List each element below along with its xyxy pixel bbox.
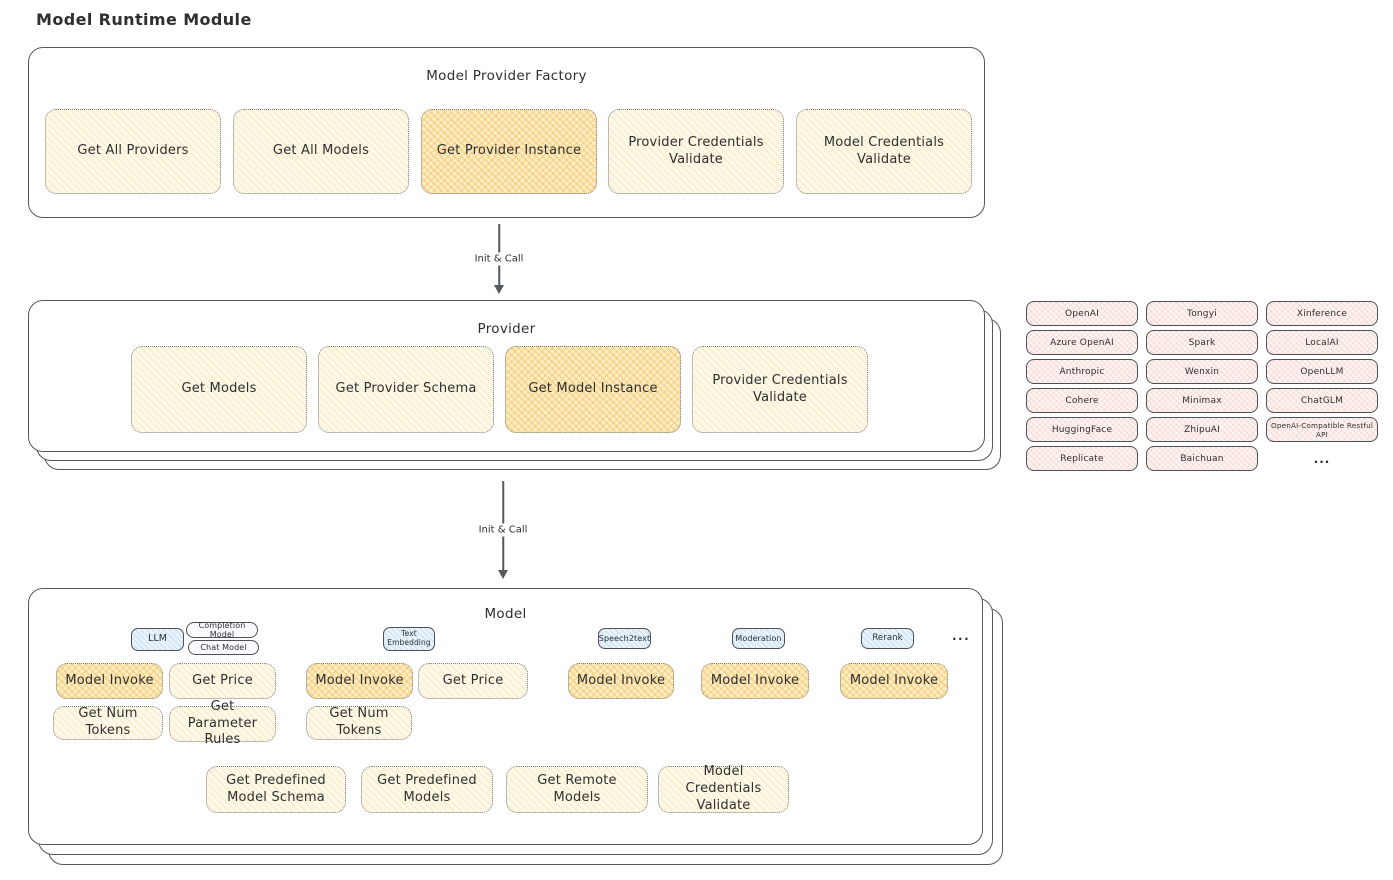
provider-fn-get-provider-schema: Get Provider Schema bbox=[318, 346, 494, 433]
provider-chip-replicate: Replicate bbox=[1026, 446, 1138, 471]
model-fn-get-predefined-model-schema: Get Predefined Model Schema bbox=[206, 766, 346, 813]
provider-fn-provider-credentials-validate: Provider Credentials Validate bbox=[692, 346, 868, 433]
model-tabs-more-dots: ... bbox=[952, 629, 971, 643]
model-fn-text-embedding-get-price: Get Price bbox=[418, 663, 528, 699]
arrow-down-icon: Init & Call bbox=[469, 224, 529, 294]
model-fn-llm-get-num-tokens: Get Num Tokens bbox=[53, 706, 163, 740]
factory-fn-get-all-models: Get All Models bbox=[233, 109, 409, 194]
model-fn-llm-get-price: Get Price bbox=[169, 663, 276, 699]
provider-chip-chatglm: ChatGLM bbox=[1266, 388, 1378, 413]
provider-fn-get-model-instance: Get Model Instance bbox=[505, 346, 681, 433]
model-fn-speech2text-model-invoke: Model Invoke bbox=[568, 663, 674, 699]
model-fn-moderation-model-invoke: Model Invoke bbox=[701, 663, 809, 699]
page-title: Model Runtime Module bbox=[36, 10, 252, 29]
provider-panel: Provider Get Models Get Provider Schema … bbox=[28, 300, 985, 452]
provider-chip-spark: Spark bbox=[1146, 330, 1258, 355]
provider-chip-azure-openai: Azure OpenAI bbox=[1026, 330, 1138, 355]
provider-title: Provider bbox=[477, 321, 536, 337]
provider-chip-localai: LocalAI bbox=[1266, 330, 1378, 355]
model-fn-text-embedding-model-invoke: Model Invoke bbox=[306, 663, 413, 699]
arrowhead-icon bbox=[494, 285, 504, 294]
model-fn-llm-model-invoke: Model Invoke bbox=[56, 663, 163, 699]
provider-chip-wenxin: Wenxin bbox=[1146, 359, 1258, 384]
model-tab-text-embedding: Text Embedding bbox=[383, 627, 435, 651]
provider-chip-cohere: Cohere bbox=[1026, 388, 1138, 413]
model-fn-rerank-model-invoke: Model Invoke bbox=[840, 663, 948, 699]
provider-fn-get-models: Get Models bbox=[131, 346, 307, 433]
provider-chip-openai: OpenAI bbox=[1026, 301, 1138, 326]
provider-chip-anthropic: Anthropic bbox=[1026, 359, 1138, 384]
init-call-label: Init & Call bbox=[469, 252, 529, 266]
model-fn-model-credentials-validate: Model Credentials Validate bbox=[658, 764, 789, 813]
model-panel: Model LLM Completion Model Chat Model Te… bbox=[28, 588, 983, 845]
model-tab-rerank: Rerank bbox=[861, 628, 914, 649]
init-call-label: Init & Call bbox=[473, 523, 533, 537]
model-tab-moderation: Moderation bbox=[732, 628, 785, 649]
model-tab-completion-model: Completion Model bbox=[186, 621, 258, 639]
model-fn-get-predefined-models: Get Predefined Models bbox=[361, 766, 493, 813]
model-tab-speech2text: Speech2text bbox=[598, 628, 651, 649]
factory-fn-model-credentials-validate: Model Credentials Validate bbox=[796, 109, 972, 194]
factory-fn-get-all-providers: Get All Providers bbox=[45, 109, 221, 194]
provider-chip-zhipuai: ZhipuAI bbox=[1146, 417, 1258, 442]
arrow-down-icon: Init & Call bbox=[473, 481, 533, 579]
provider-chips-more-dots: ... bbox=[1313, 451, 1331, 466]
provider-chip-minimax: Minimax bbox=[1146, 388, 1258, 413]
provider-chip-grid: OpenAI Tongyi Xinference Azure OpenAI Sp… bbox=[1026, 301, 1378, 471]
arrowhead-icon bbox=[498, 570, 508, 579]
provider-chip-openai-compatible-restful-api: OpenAI-Compatible Restful API bbox=[1266, 417, 1378, 442]
provider-chip-tongyi: Tongyi bbox=[1146, 301, 1258, 326]
model-title: Model bbox=[484, 606, 527, 622]
provider-chip-baichuan: Baichuan bbox=[1146, 446, 1258, 471]
factory-panel: Model Provider Factory Get All Providers… bbox=[28, 47, 985, 218]
factory-fn-provider-credentials-validate: Provider Credentials Validate bbox=[608, 109, 784, 194]
provider-chip-huggingface: HuggingFace bbox=[1026, 417, 1138, 442]
factory-fn-get-provider-instance: Get Provider Instance bbox=[421, 109, 597, 194]
model-fn-llm-get-parameter-rules: Get Parameter Rules bbox=[169, 699, 276, 747]
provider-chip-xinference: Xinference bbox=[1266, 301, 1378, 326]
factory-title: Model Provider Factory bbox=[426, 68, 587, 84]
model-tab-chat-model: Chat Model bbox=[188, 640, 259, 655]
model-tab-llm: LLM bbox=[131, 628, 184, 651]
model-fn-text-embedding-get-num-tokens: Get Num Tokens bbox=[306, 706, 412, 740]
model-fn-get-remote-models: Get Remote Models bbox=[506, 766, 648, 813]
provider-chip-openllm: OpenLLM bbox=[1266, 359, 1378, 384]
